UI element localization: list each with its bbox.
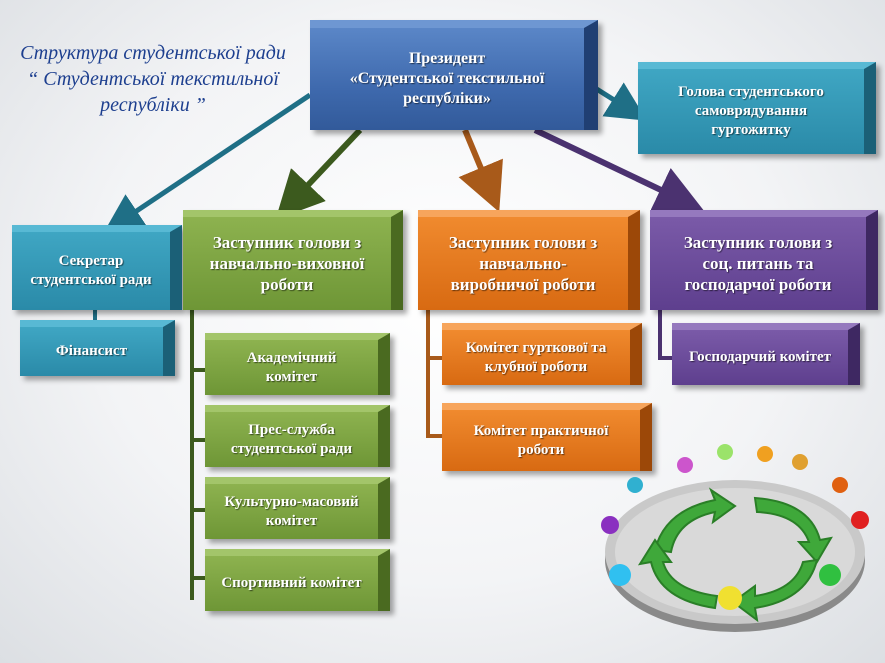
deputy-social-label: Заступник голови з соц. питань та господ… <box>683 232 833 295</box>
committee-household: Господарчий комітет <box>672 323 860 385</box>
title-line-1: Структура студентської ради <box>20 42 286 64</box>
committee-label: Прес-служба студентської ради <box>230 421 353 457</box>
committee-sports: Спортивний комітет <box>205 549 390 611</box>
deputy-education-label: Заступник голови з навчально-виховної ро… <box>209 232 365 295</box>
committee-label: Спортивний комітет <box>221 575 362 592</box>
title-line-3: республіки ” <box>100 94 206 116</box>
committee-label: Комітет практичної роботи <box>473 422 609 458</box>
title-line-2: “ Студентської текстильної <box>27 68 279 90</box>
committee-label: Академічний комітет <box>246 349 337 385</box>
committee-practice: Комітет практичної роботи <box>442 403 652 471</box>
dorm-head-label: Голова студентського самоврядування гурт… <box>678 84 824 138</box>
arrow-to-deputy-production <box>458 128 503 213</box>
arrow-to-dorm-head <box>593 82 647 121</box>
committee-label: Культурно-масовий комітет <box>224 493 359 529</box>
financier-label: Фінансист <box>55 343 128 360</box>
deputy-education-box: Заступник голови з навчально-виховної ро… <box>183 210 403 310</box>
deputy-social-box: Заступник голови з соц. питань та господ… <box>650 210 878 310</box>
deputy-production-box: Заступник голови з навчально- виробничої… <box>418 210 640 310</box>
committee-academic: Академічний комітет <box>205 333 390 395</box>
round-table-illustration <box>601 444 869 632</box>
secretary-box: Секретар студентської ради <box>12 225 182 310</box>
arrow-to-secretary <box>103 92 312 234</box>
committee-press: Прес-служба студентської ради <box>205 405 390 467</box>
president-label: Президент «Студентської текстильної респ… <box>349 50 545 107</box>
dorm-head-box: Голова студентського самоврядування гурт… <box>638 62 876 154</box>
diagram-title: Структура студентської ради “ Студентськ… <box>18 40 288 118</box>
president-box: Президент «Студентської текстильної респ… <box>310 20 598 130</box>
arrow-to-deputy-social <box>533 127 704 212</box>
committee-label: Господарчий комітет <box>688 349 832 366</box>
committee-cultural: Культурно-масовий комітет <box>205 477 390 539</box>
financier-box: Фінансист <box>20 320 175 376</box>
secretary-label: Секретар студентської ради <box>30 253 152 288</box>
arrow-to-deputy-education <box>275 127 363 220</box>
committee-clubs: Комітет гурткової та клубної роботи <box>442 323 642 385</box>
deputy-production-label: Заступник голови з навчально- виробничої… <box>448 232 598 295</box>
committee-label: Комітет гурткової та клубної роботи <box>465 339 607 375</box>
